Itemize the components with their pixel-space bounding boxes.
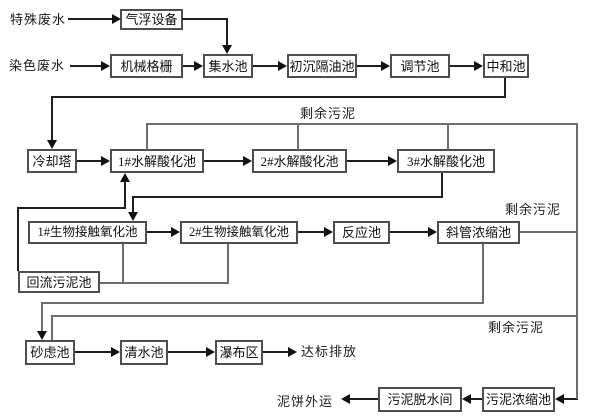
edge-clearwater-to-waterfall [168, 351, 206, 353]
edge-sandfilter-drop-v [41, 302, 43, 332]
node-bio-contact-1: 1#生物接触氧化池 [28, 221, 147, 244]
arrowhead-right-icon [381, 61, 390, 71]
edge-collection-to-separator [253, 65, 278, 67]
arrowhead-right-icon [194, 61, 203, 71]
label-surplus-sludge-top: 剩余污泥 [300, 106, 357, 121]
label-special-wastewater: 特殊废水 [10, 12, 67, 27]
arrowhead-down-icon [47, 140, 57, 149]
label-dyeing-wastewater: 染色废水 [9, 58, 66, 73]
edge-bio2-to-reaction [298, 231, 324, 233]
arrowhead-right-icon [288, 347, 297, 357]
arrowhead-right-icon [388, 156, 397, 166]
edge-thickener-down-v [482, 244, 484, 304]
edge-cooling-drop-v [51, 96, 53, 141]
edge-riser-to-thickening-tank [564, 398, 578, 400]
edge-sludge-collector-h [146, 123, 578, 125]
edge-hydrolysis2-sludge-v [297, 123, 299, 150]
edge-return-up-v [124, 181, 126, 208]
label-discharge: 达标排放 [301, 344, 358, 359]
edge-flotation-elbow-v [226, 18, 228, 46]
arrowhead-left-icon [462, 394, 471, 404]
edge-regulating-to-neutralization [450, 65, 474, 67]
node-hydrolysis-1: 1#水解酸化池 [110, 149, 204, 173]
node-regulating-tank: 调节池 [390, 54, 450, 78]
node-inclined-tube-thickener: 斜管浓缩池 [437, 221, 520, 244]
node-sand-filter: 砂虑池 [25, 340, 75, 365]
edge-waterfall-to-discharge [263, 351, 288, 353]
edge-neutralization-down [504, 78, 506, 98]
edge-thickener-to-riser-h [520, 231, 578, 233]
edge-bio1-drop-v [132, 196, 134, 213]
node-clear-water-tank: 清水池 [120, 340, 168, 365]
edge-hydrolysis1-to-hydrolysis2 [204, 160, 243, 162]
edge-return-to-hydrolysis1-h [17, 207, 126, 209]
arrowhead-right-icon [474, 61, 483, 71]
edge-screen-to-collection [183, 65, 194, 67]
edge-hydrolysis3-sludge-v [447, 123, 449, 150]
edge-sandfilter-to-riser-h [51, 315, 578, 317]
edge-flotation-elbow-h [182, 18, 228, 20]
node-hydrolysis-3: 3#水解酸化池 [397, 149, 495, 173]
node-primary-oil-separator: 初沉隔油池 [287, 54, 357, 78]
edge-bios-to-return-h [100, 282, 229, 284]
edge-separator-to-regulating [357, 65, 381, 67]
node-reaction-tank: 反应池 [333, 221, 390, 244]
arrowhead-right-icon [428, 227, 437, 237]
edge-dewatering-to-mudcake [350, 398, 378, 400]
arrowhead-right-icon [278, 61, 287, 71]
node-cooling-tower: 冷却塔 [27, 149, 77, 173]
edge-thickening-to-dewatering [471, 398, 482, 400]
arrowhead-down-icon [128, 212, 138, 221]
edge-hydrolysis1-sludge-v [146, 123, 148, 150]
edge-sandfilter-to-clearwater [75, 351, 111, 353]
arrowhead-right-icon [243, 156, 252, 166]
arrowhead-down-icon [222, 45, 232, 54]
arrowhead-up-icon [120, 173, 130, 182]
edge-cooling-to-hydrolysis1 [77, 160, 101, 162]
arrowhead-right-icon [101, 61, 110, 71]
arrowhead-right-icon [171, 227, 180, 237]
edge-hydrolysis3-down-v [441, 173, 443, 198]
arrowhead-right-icon [324, 227, 333, 237]
node-sludge-dewatering-room: 污泥脱水间 [378, 387, 462, 412]
label-surplus-sludge-mid: 剩余污泥 [505, 202, 562, 217]
arrowhead-right-icon [112, 14, 121, 24]
edge-reaction-to-thickener [390, 231, 428, 233]
edge-sandfilter-up-v [51, 315, 53, 340]
edge-thickener-to-sandfilter-h [41, 302, 484, 304]
node-sludge-thickening-tank: 污泥浓缩池 [482, 387, 555, 412]
edge-hydrolysis2-to-hydrolysis3 [347, 160, 388, 162]
edge-dyeing-to-screen [70, 65, 101, 67]
arrowhead-right-icon [206, 347, 215, 357]
arrowhead-right-icon [101, 156, 110, 166]
edge-return-tank-riser-v [17, 207, 19, 271]
arrowhead-left-icon [341, 394, 350, 404]
arrowhead-right-icon [111, 347, 120, 357]
node-bio-contact-2: 2#生物接触氧化池 [180, 221, 298, 244]
node-hydrolysis-2: 2#水解酸化池 [252, 149, 347, 173]
label-mud-cake-out: 泥饼外运 [277, 394, 334, 409]
node-mechanical-screen: 机械格栅 [110, 54, 183, 78]
arrowhead-left-icon [555, 394, 564, 404]
edge-bio2-down-v [227, 244, 229, 284]
arrowhead-down-icon [37, 331, 47, 340]
node-collection-tank: 集水池 [203, 54, 253, 78]
node-return-sludge-tank: 回流污泥池 [18, 271, 100, 293]
node-waterfall-zone: 瀑布区 [215, 340, 263, 365]
node-neutralization-tank: 中和池 [483, 54, 529, 78]
edge-neutralization-to-cooling-h [51, 96, 506, 98]
edge-bio1-to-bio2 [147, 231, 171, 233]
edge-hydrolysis3-to-bio1-h [132, 196, 443, 198]
node-air-flotation: 气浮设备 [120, 9, 183, 30]
label-surplus-sludge-bottom: 剩余污泥 [488, 320, 545, 335]
edge-sludge-riser-v [576, 123, 578, 399]
edge-special-to-flotation [68, 18, 112, 20]
edge-bio1-down-v [122, 244, 124, 284]
